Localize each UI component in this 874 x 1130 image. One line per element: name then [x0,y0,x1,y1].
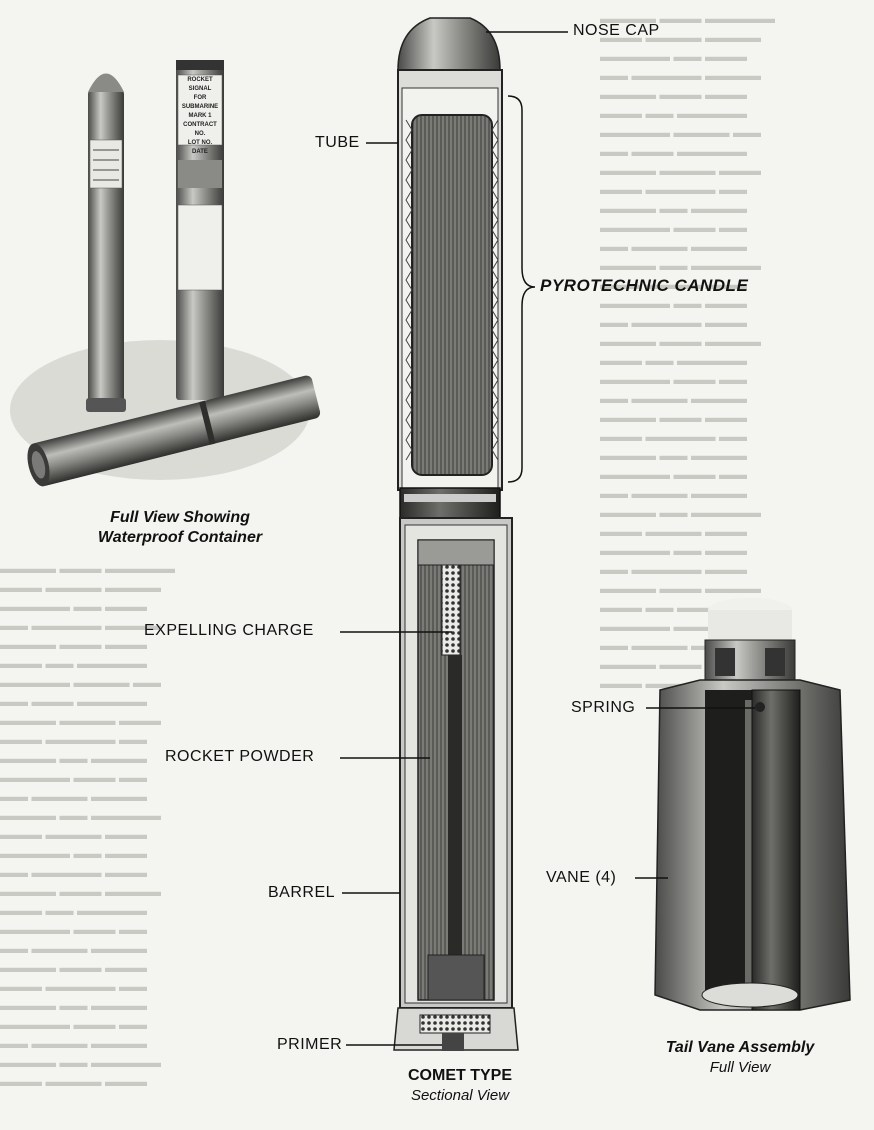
caption-full-view-line1: Full View Showing [110,509,250,526]
leader-pyrotechnic-brace [507,95,536,483]
comet-sectional-illustration [393,17,519,1051]
container-label-mark: MARK 1 [188,113,212,119]
background-text-left: ▬▬▬▬ ▬▬▬ ▬▬▬▬▬▬▬▬ ▬▬▬▬ ▬▬▬▬▬▬▬▬▬ ▬▬ ▬▬▬▬… [0,562,175,1090]
container-label-lot: LOT NO. [187,140,213,146]
caption-full-view-line2: Waterproof Container [97,529,263,546]
tail-vane-illustration [654,598,851,1011]
caption-comet-type: COMET TYPE Sectional View [360,1066,560,1106]
container-label-line2: FOR SUBMARINE [181,95,219,110]
label-spring: SPRING [571,699,636,716]
label-primer: PRIMER [277,1036,343,1053]
label-nose-cap: NOSE CAP [573,22,660,39]
background-text-right: ▬▬▬▬ ▬▬▬ ▬▬▬▬▬▬▬▬ ▬▬▬▬ ▬▬▬▬▬▬▬▬▬ ▬▬ ▬▬▬▬… [600,12,775,692]
caption-tail-vane: Tail Vane Assembly Full View [630,1038,850,1078]
container-label-title: ROCKET SIGNAL [187,77,213,92]
label-expelling-charge: EXPELLING CHARGE [144,622,314,639]
container-label: ROCKET SIGNAL FOR SUBMARINE MARK 1 CONTR… [178,76,222,157]
label-vane: VANE (4) [546,869,617,886]
caption-comet-title: COMET TYPE [407,1067,512,1084]
caption-comet-sub: Sectional View [410,1087,510,1104]
container-label-date: DATE [192,149,208,155]
label-rocket-powder: ROCKET POWDER [165,748,315,765]
label-tube: TUBE [315,134,360,151]
leader-lines [340,31,755,1046]
label-barrel: BARREL [268,884,336,901]
container-label-contract: CONTRACT NO. [183,122,217,137]
waterproof-container-illustration [10,60,321,487]
label-pyrotechnic-candle: PYROTECHNIC CANDLE [540,276,749,295]
caption-tail-sub: Full View [709,1059,771,1076]
caption-tail-title: Tail Vane Assembly [665,1039,815,1056]
caption-full-view: Full View Showing Waterproof Container [70,508,290,548]
